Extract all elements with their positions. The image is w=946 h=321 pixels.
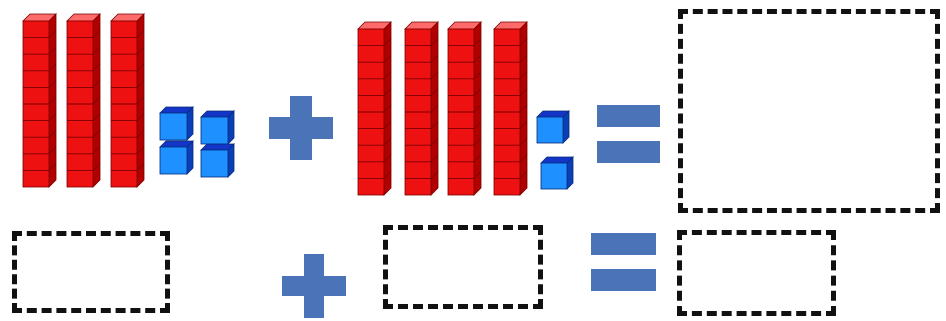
- ten-rod-icon: [494, 22, 527, 195]
- ten-rod-icon: [448, 22, 481, 195]
- ten-rod-icon: [67, 14, 100, 187]
- unit-cube-icon: [537, 111, 569, 143]
- addend-1-answer-box[interactable]: [12, 231, 170, 313]
- plus-icon: [269, 96, 333, 160]
- equals-icon: [597, 105, 660, 163]
- plus-icon: [282, 254, 346, 318]
- unit-cube-icon: [201, 111, 234, 144]
- unit-cube-icon: [201, 144, 234, 177]
- addend-2-answer-box[interactable]: [383, 225, 543, 309]
- equals-icon: [591, 233, 656, 291]
- ten-rod-icon: [23, 14, 56, 187]
- ten-rod-icon: [111, 14, 144, 187]
- unit-cube-icon: [541, 157, 573, 189]
- sum-blocks-answer-box[interactable]: [678, 9, 940, 213]
- ten-rod-icon: [405, 22, 438, 195]
- unit-cube-icon: [160, 107, 193, 140]
- sum-answer-box[interactable]: [677, 230, 836, 316]
- ten-rod-icon: [358, 22, 391, 195]
- unit-cube-icon: [160, 141, 193, 174]
